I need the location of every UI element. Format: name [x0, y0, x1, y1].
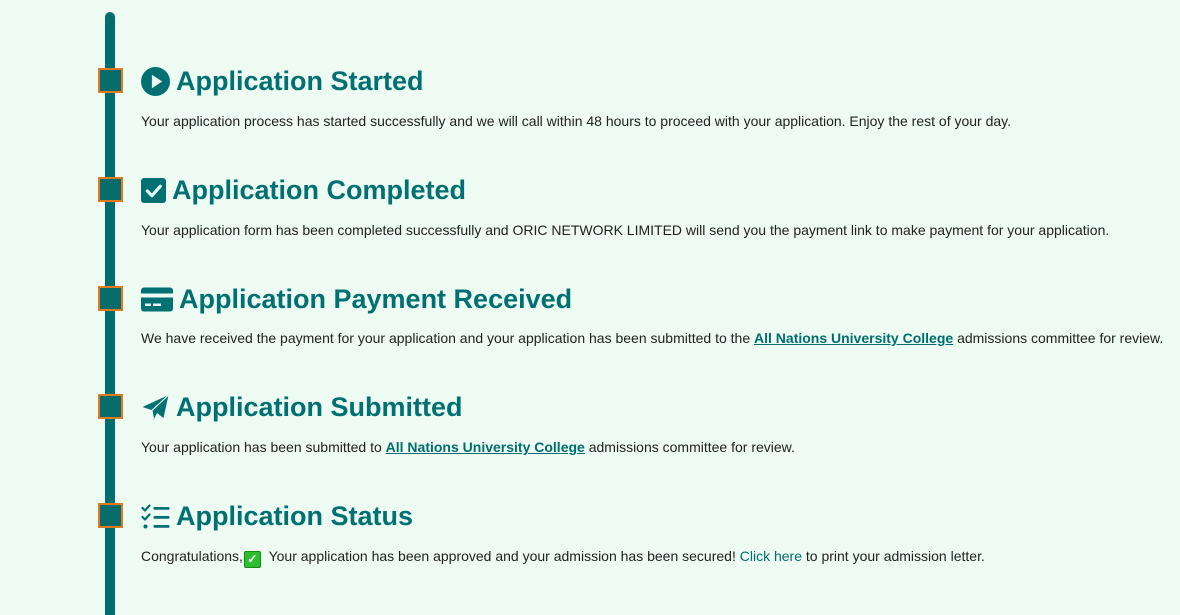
step-description: We have received the payment for your ap…	[141, 330, 1163, 346]
timeline-marker	[98, 286, 123, 311]
paper-plane-icon	[141, 394, 170, 422]
step-title-text: Application Status	[176, 501, 414, 531]
step-title-text: Application Payment Received	[179, 284, 573, 314]
credit-card-icon	[141, 287, 173, 312]
university-link[interactable]: All Nations University College	[754, 330, 954, 346]
step-title-text: Application Submitted	[176, 392, 463, 422]
timeline-marker	[98, 177, 123, 202]
play-circle-icon	[141, 67, 170, 96]
step-title: Application Completed	[141, 175, 466, 206]
university-link[interactable]: All Nations University College	[385, 439, 585, 455]
step-title: Application Submitted	[141, 392, 463, 423]
description-text: Your application has been approved and y…	[264, 548, 740, 564]
list-check-icon	[141, 503, 170, 530]
timeline-marker	[98, 394, 123, 419]
check-mark-icon: ✓	[243, 550, 261, 568]
step-title: Application Payment Received	[141, 284, 572, 315]
description-text: We have received the payment for your ap…	[141, 330, 755, 346]
step-title: Application Started	[141, 66, 424, 97]
description-text: Congratulations,	[141, 548, 243, 564]
timeline-line	[105, 12, 115, 615]
check-square-icon	[141, 178, 166, 203]
step-title-text: Application Started	[176, 66, 424, 96]
step-description: Your application process has started suc…	[141, 113, 1012, 129]
description-text: Your application has been submitted to	[141, 439, 386, 455]
description-text: admissions committee for review.	[953, 330, 1164, 346]
step-description: Your application has been submitted to A…	[141, 439, 795, 455]
step-description: Your application form has been completed…	[141, 222, 1110, 238]
description-text: to print your admission letter.	[801, 548, 985, 564]
step-description: Congratulations,✓ Your application has b…	[141, 548, 985, 568]
description-text: admissions committee for review.	[584, 439, 795, 455]
timeline-marker	[98, 68, 123, 93]
step-title-text: Application Completed	[172, 175, 467, 205]
step-title: Application Status	[141, 501, 413, 532]
print-admission-letter-link[interactable]: Click here	[739, 548, 802, 564]
timeline-marker	[98, 503, 123, 528]
